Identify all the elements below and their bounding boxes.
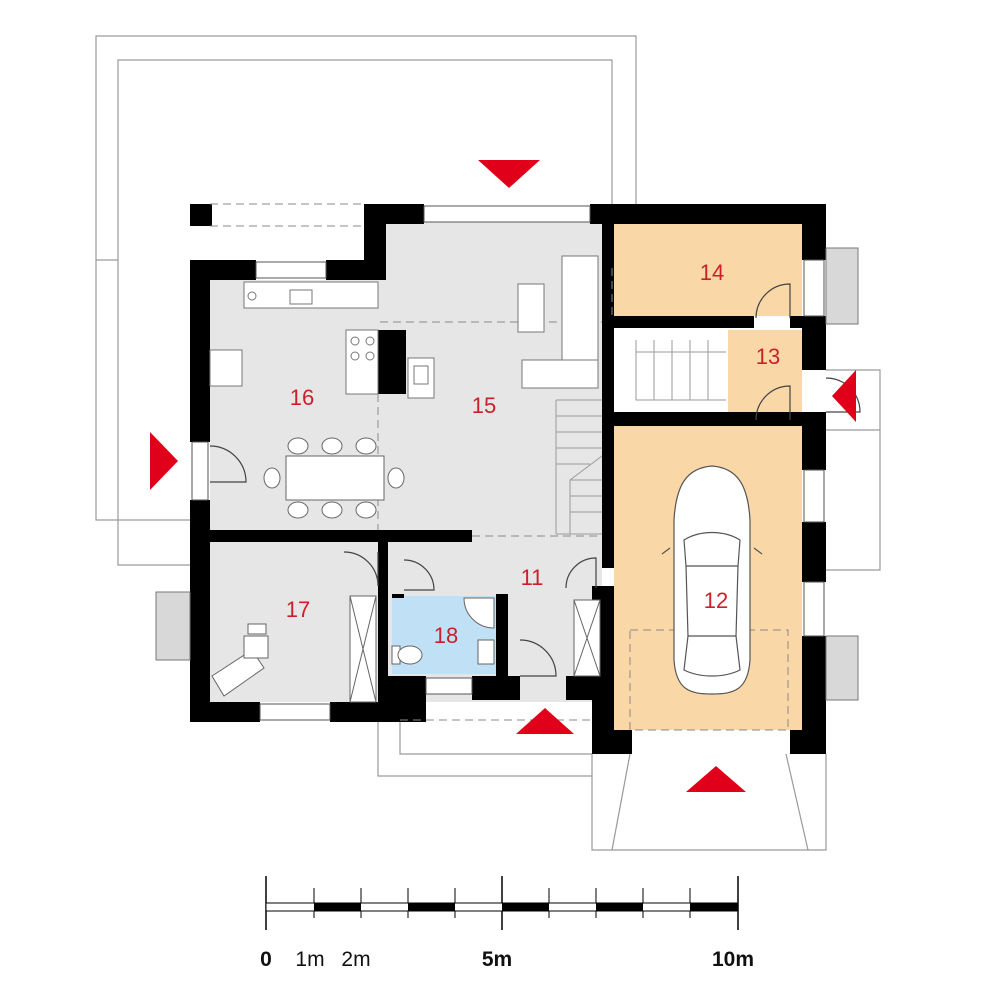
- room-label-17: 17: [286, 597, 310, 622]
- coffee-table: [517, 283, 545, 333]
- room-label-14: 14: [700, 260, 724, 285]
- walls: [190, 204, 826, 754]
- fireplace-icon: [407, 357, 435, 399]
- room-label-13: 13: [756, 344, 780, 369]
- shower-icon: [463, 597, 495, 629]
- room-label-11: 11: [521, 565, 544, 590]
- stairs: [555, 340, 726, 535]
- kitchen: [209, 255, 599, 399]
- room-label-15: 15: [472, 393, 496, 418]
- scale-bar: 0 1m 2m 5m 10m: [260, 876, 754, 971]
- terrace-outline: [95, 35, 881, 851]
- room-label-16: 16: [290, 385, 314, 410]
- stove-icon: [350, 336, 375, 361]
- toilet-icon: [391, 645, 423, 665]
- entrance-arrow-icon: [686, 766, 746, 792]
- car-icon: [661, 465, 763, 695]
- scale-label-0: 0: [260, 948, 272, 971]
- entrance-arrow-icon: [832, 370, 856, 422]
- room-label-18: 18: [434, 623, 458, 648]
- wardrobes: [349, 595, 601, 703]
- entrance-arrow-icon: [516, 708, 574, 734]
- entrance-arrow-icon: [150, 432, 178, 490]
- grates: [155, 247, 859, 701]
- scale-label-1m: 1m: [295, 948, 324, 971]
- room-labels: 11 12 13 14 15 16 17 18: [286, 260, 780, 648]
- dining-table-icon: [263, 437, 405, 519]
- scale-label-10m: 10m: [712, 948, 754, 971]
- windows: [191, 205, 825, 721]
- scale-label-2m: 2m: [341, 948, 370, 971]
- office-chair-icon: [211, 623, 269, 697]
- room-label-12: 12: [704, 588, 728, 613]
- floor-room-13: [728, 330, 802, 412]
- floor-room-14: [614, 222, 802, 316]
- entrance-arrow-icon: [478, 160, 540, 188]
- washbasin: [477, 639, 495, 665]
- scale-label-5m: 5m: [482, 948, 512, 971]
- floor-stair: [614, 330, 728, 412]
